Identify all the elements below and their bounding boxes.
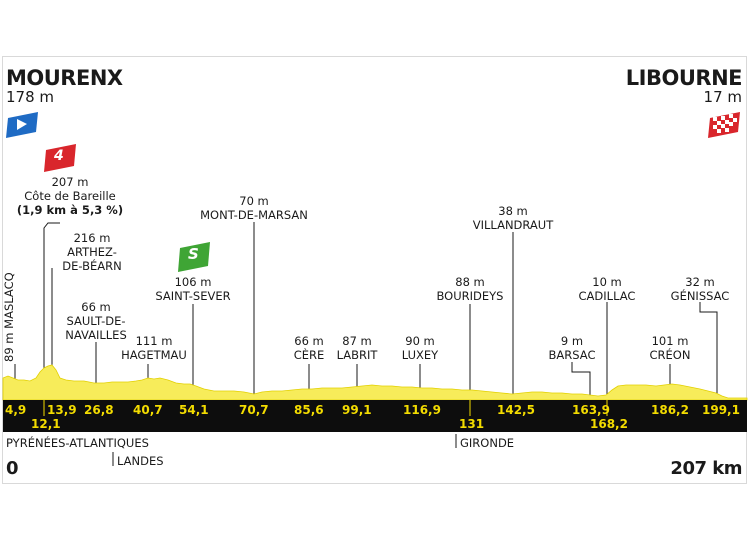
finish-flag-icon bbox=[708, 112, 740, 138]
sprint-label: S bbox=[188, 245, 199, 263]
leader-genissac bbox=[699, 302, 718, 398]
climb-info: 207 m Côte de Bareille (1,9 km à 5,3 %) bbox=[15, 175, 125, 217]
km-mark: 40,7 bbox=[133, 403, 163, 417]
leader-barsac bbox=[571, 362, 591, 398]
km-mark: 12,1 bbox=[31, 417, 61, 431]
climb-category-label: 4 bbox=[54, 148, 64, 164]
km-mark: 4,9 bbox=[5, 403, 27, 417]
km-mark: 85,6 bbox=[294, 403, 324, 417]
km-mark: 163,9 bbox=[572, 403, 610, 417]
place-maslacq: 89 m MASLACQ bbox=[2, 272, 16, 362]
km-mark: 168,2 bbox=[590, 417, 628, 431]
km-mark: 142,5 bbox=[497, 403, 535, 417]
start-km: 0 bbox=[6, 458, 19, 479]
km-mark: 199,1 bbox=[702, 403, 740, 417]
sprint-icon bbox=[178, 242, 210, 272]
finish-km: 207 km bbox=[670, 458, 742, 479]
climb-name: Côte de Bareille bbox=[24, 189, 116, 203]
region-gironde: GIRONDE bbox=[460, 436, 515, 450]
km-band bbox=[3, 400, 747, 432]
start-altitude: 178 m bbox=[6, 88, 55, 106]
km-mark: 54,1 bbox=[179, 403, 209, 417]
climb-detail: (1,9 km à 5,3 %) bbox=[16, 203, 124, 217]
km-mark: 131 bbox=[459, 417, 485, 431]
km-mark: 99,1 bbox=[342, 403, 372, 417]
km-mark: 70,7 bbox=[239, 403, 269, 417]
profile-frame bbox=[2, 56, 747, 484]
start-flag-icon bbox=[6, 112, 38, 138]
km-mark: 13,9 bbox=[47, 403, 77, 417]
km-mark: 186,2 bbox=[651, 403, 689, 417]
climb-altitude: 207 m bbox=[51, 175, 89, 189]
finish-town: LIBOURNE bbox=[625, 66, 743, 90]
km-mark: 116,9 bbox=[403, 403, 441, 417]
km-mark: 26,8 bbox=[84, 403, 114, 417]
leader-climb bbox=[43, 222, 60, 398]
finish-altitude: 17 m bbox=[703, 88, 742, 106]
start-town: MOURENX bbox=[6, 66, 123, 90]
region-landes: LANDES bbox=[117, 454, 164, 468]
region-pyrenees-atlantiques: PYRÉNÉES-ATLANTIQUES bbox=[6, 436, 149, 450]
elevation-profile bbox=[2, 364, 748, 401]
climb-category-icon bbox=[44, 144, 76, 172]
